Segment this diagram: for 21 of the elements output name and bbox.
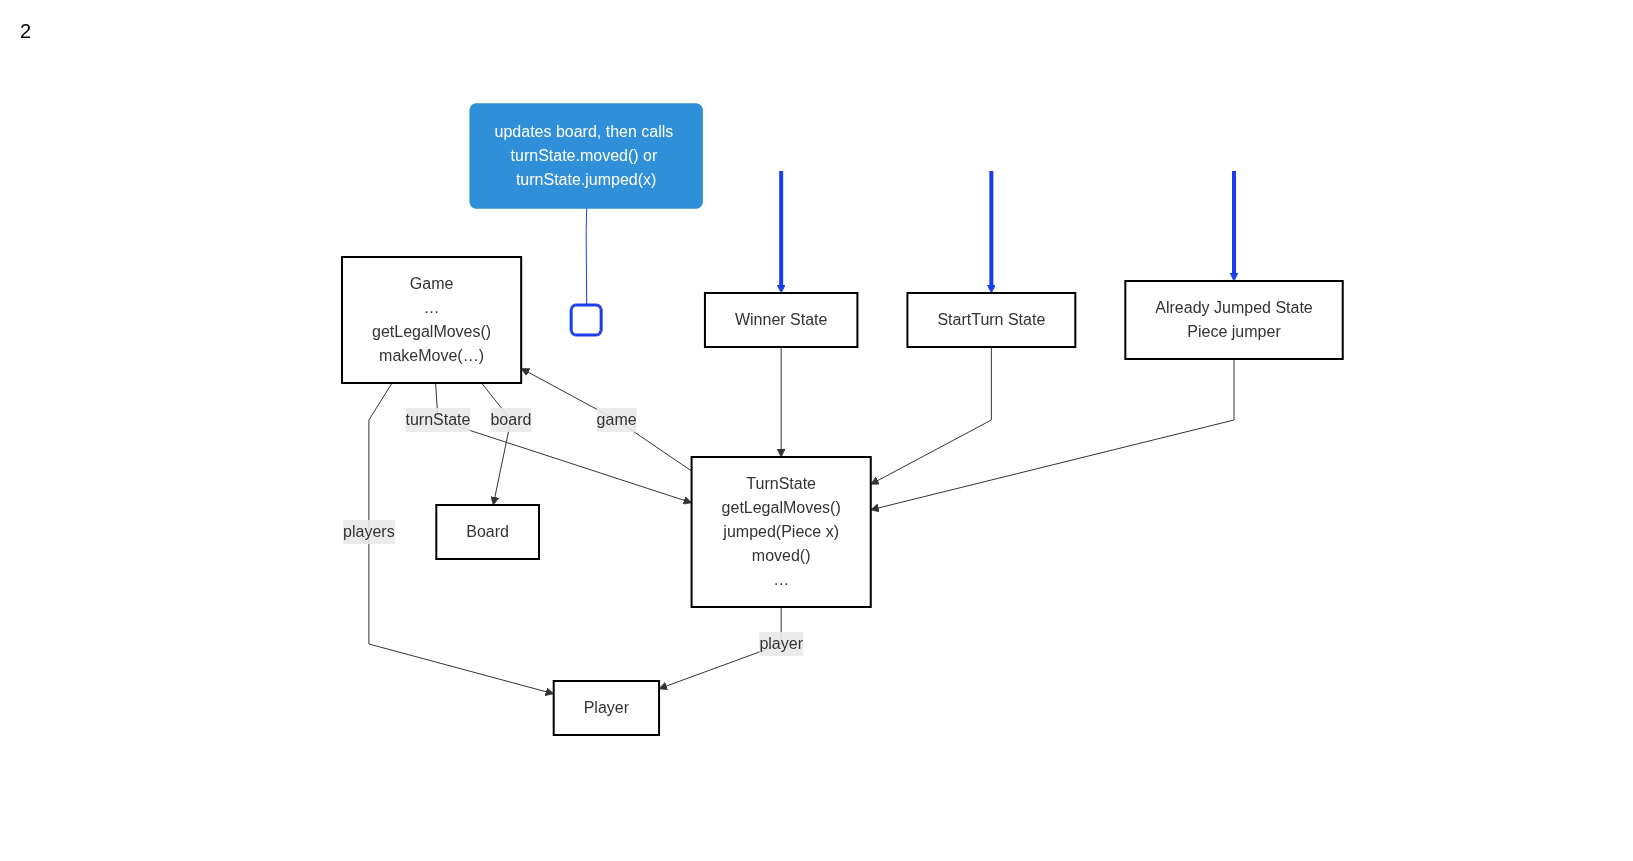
edge-label: turnState [405, 411, 471, 428]
node-box: Player [552, 680, 660, 736]
node-box: StartTurn State [906, 292, 1076, 348]
connector [585, 207, 587, 306]
arrow [986, 171, 996, 294]
arrow [1229, 171, 1239, 282]
arrow [776, 171, 786, 294]
arrow [776, 346, 786, 458]
node-box: Board [435, 504, 540, 560]
arrow [520, 368, 692, 472]
edge-label: player [759, 635, 803, 652]
edge-label: game [596, 411, 637, 428]
multiplicity-label: 2 [20, 20, 32, 43]
edge-label: board [490, 411, 532, 428]
node-box: TurnState getLegalMoves() jumped(Piece x) moved() … [690, 456, 872, 608]
arrow [870, 346, 992, 485]
node-box: Winner State [703, 292, 859, 348]
node-box: Game … getLegalMoves() makeMove(…) [340, 256, 522, 384]
arrow [870, 358, 1235, 513]
edge-label: players [342, 523, 395, 540]
node-box: Already Jumped State Piece jumper [1124, 280, 1344, 360]
